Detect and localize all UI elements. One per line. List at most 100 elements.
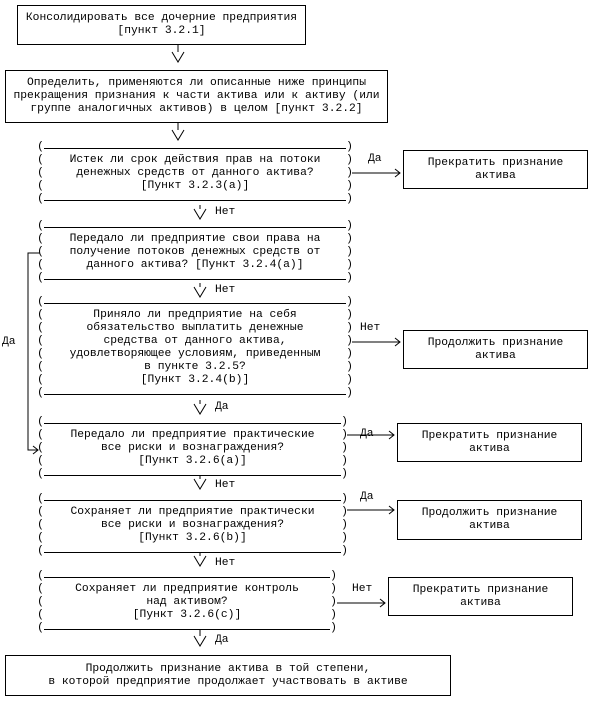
decision-text-row: (Приняло ли предприятие на себя)	[37, 309, 353, 322]
paren-left: (	[37, 519, 44, 531]
paren-left: (	[37, 272, 44, 284]
label-yes: Да	[360, 491, 374, 503]
decision-border: ()	[37, 296, 353, 309]
arrow-down-3	[193, 205, 207, 220]
paren-left: (	[37, 583, 44, 595]
paren-right: )	[346, 272, 353, 284]
box-text-line: группе аналогичных активов) в целом [пун…	[30, 103, 363, 115]
decision-rule	[44, 493, 341, 506]
decision-text-row: (все риски и вознаграждения?)	[37, 519, 348, 532]
decision-rule	[44, 387, 346, 400]
paren-right: )	[341, 493, 348, 505]
decision-border: ()	[37, 622, 337, 635]
arrow-right-1	[352, 168, 401, 178]
paren-right: )	[346, 296, 353, 308]
arrow-right-4	[347, 505, 395, 515]
decision-text-row: ([Пункт 3.2.6(с)])	[37, 609, 337, 622]
decision-text: все риски и вознаграждения?	[100, 442, 285, 454]
decision-text: [Пункт 3.2.3(а)]	[140, 180, 250, 192]
paren-right: )	[346, 154, 353, 166]
paren-left: (	[37, 429, 44, 441]
box-text-line: актива	[469, 442, 510, 455]
paren-right: )	[346, 167, 353, 179]
paren-left: (	[37, 220, 44, 232]
box-text-line: актива	[475, 169, 516, 182]
label-no: Нет	[215, 284, 236, 296]
paren-right: )	[346, 180, 353, 192]
decision-text: данного актива? [Пункт 3.2.4(а)]	[86, 259, 304, 271]
box-text-line: актива	[460, 596, 501, 609]
decision-rule	[44, 416, 341, 429]
decision-text-row: (средства от данного актива,)	[37, 335, 353, 348]
label-yes: Да	[2, 336, 16, 348]
paren-left: (	[37, 622, 44, 634]
paren-left: (	[37, 532, 44, 544]
decision-text: обязательство выплатить денежные	[86, 322, 304, 334]
paren-right: )	[346, 259, 353, 271]
paren-left: (	[37, 180, 44, 192]
decision-text-row: ( [Пункт 3.2.3(а)])	[37, 180, 353, 193]
paren-right: )	[346, 335, 353, 347]
paren-right: )	[330, 609, 337, 621]
decision-text-row: ([Пункт 3.2.4(b)])	[37, 374, 353, 387]
decision-text: Истек ли срок действия прав на потоки	[69, 154, 321, 166]
paren-right: )	[330, 570, 337, 582]
arrow-down-5	[193, 400, 207, 415]
paren-left: (	[37, 193, 44, 205]
decision-rule	[44, 272, 346, 285]
decision-5: ()(Сохраняет ли предприятие практически)…	[37, 493, 348, 558]
decision-text-row: ([Пункт 3.2.6(а)])	[37, 455, 348, 468]
decision-text: Передало ли предприятие свои права на	[69, 233, 321, 245]
box-text-line: Определить, применяются ли описанные ниж…	[27, 77, 366, 89]
box-text-line: актива	[469, 520, 510, 532]
decision-3: ()(Приняло ли предприятие на себя)(обяза…	[37, 296, 353, 400]
decision-text-row: (обязательство выплатить денежные)	[37, 322, 353, 335]
paren-left: (	[37, 468, 44, 480]
decision-text-row: ( данного актива? [Пункт 3.2.4(а)])	[37, 259, 353, 272]
decision-text-row: (Передало ли предприятие практические)	[37, 429, 348, 442]
paren-left: (	[37, 141, 44, 153]
decision-text: средства от данного актива,	[103, 335, 287, 347]
paren-left: (	[37, 416, 44, 428]
decision-rule	[44, 622, 330, 635]
decision-text: денежных средств от данного актива?	[76, 167, 314, 179]
decision-text-row: (над активом?)	[37, 596, 337, 609]
decision-rule	[44, 141, 346, 154]
paren-right: )	[346, 387, 353, 399]
box-text-line: прекращения признания к части актива или…	[13, 90, 380, 102]
paren-right: )	[346, 309, 353, 321]
box-text-line: в которой предприятие продолжает участво…	[48, 675, 408, 688]
label-no: Нет	[215, 557, 236, 569]
box-text-line: Продолжить признание	[421, 507, 558, 519]
box-text-line: Прекратить признание	[421, 429, 558, 442]
decision-rule	[44, 296, 346, 309]
decision-rule	[44, 570, 330, 583]
decision-border: ()	[37, 570, 337, 583]
final-box: Продолжить признание актива в той степен…	[5, 655, 451, 696]
paren-right: )	[341, 416, 348, 428]
arrow-down-8	[193, 630, 207, 647]
paren-left: (	[37, 309, 44, 321]
paren-left: (	[37, 596, 44, 608]
arrow-yes-bypass	[27, 252, 40, 455]
paren-left: (	[37, 322, 44, 334]
paren-right: )	[330, 596, 337, 608]
decision-rule	[44, 220, 346, 233]
label-no: Нет	[215, 206, 236, 218]
arrow-right-2	[352, 337, 401, 347]
paren-left: (	[37, 296, 44, 308]
paren-left: (	[37, 167, 44, 179]
label-yes: Да	[215, 401, 229, 413]
decision-border: ()	[37, 416, 348, 429]
paren-right: )	[341, 429, 348, 441]
paren-right: )	[341, 468, 348, 480]
paren-right: )	[346, 220, 353, 232]
paren-left: (	[37, 259, 44, 271]
decision-1: () ( Истек ли срок действия прав на потоки…	[37, 141, 353, 206]
decision-text: Сохраняет ли предприятие практически	[70, 506, 315, 518]
paren-left: (	[37, 493, 44, 505]
paren-right: )	[346, 233, 353, 245]
